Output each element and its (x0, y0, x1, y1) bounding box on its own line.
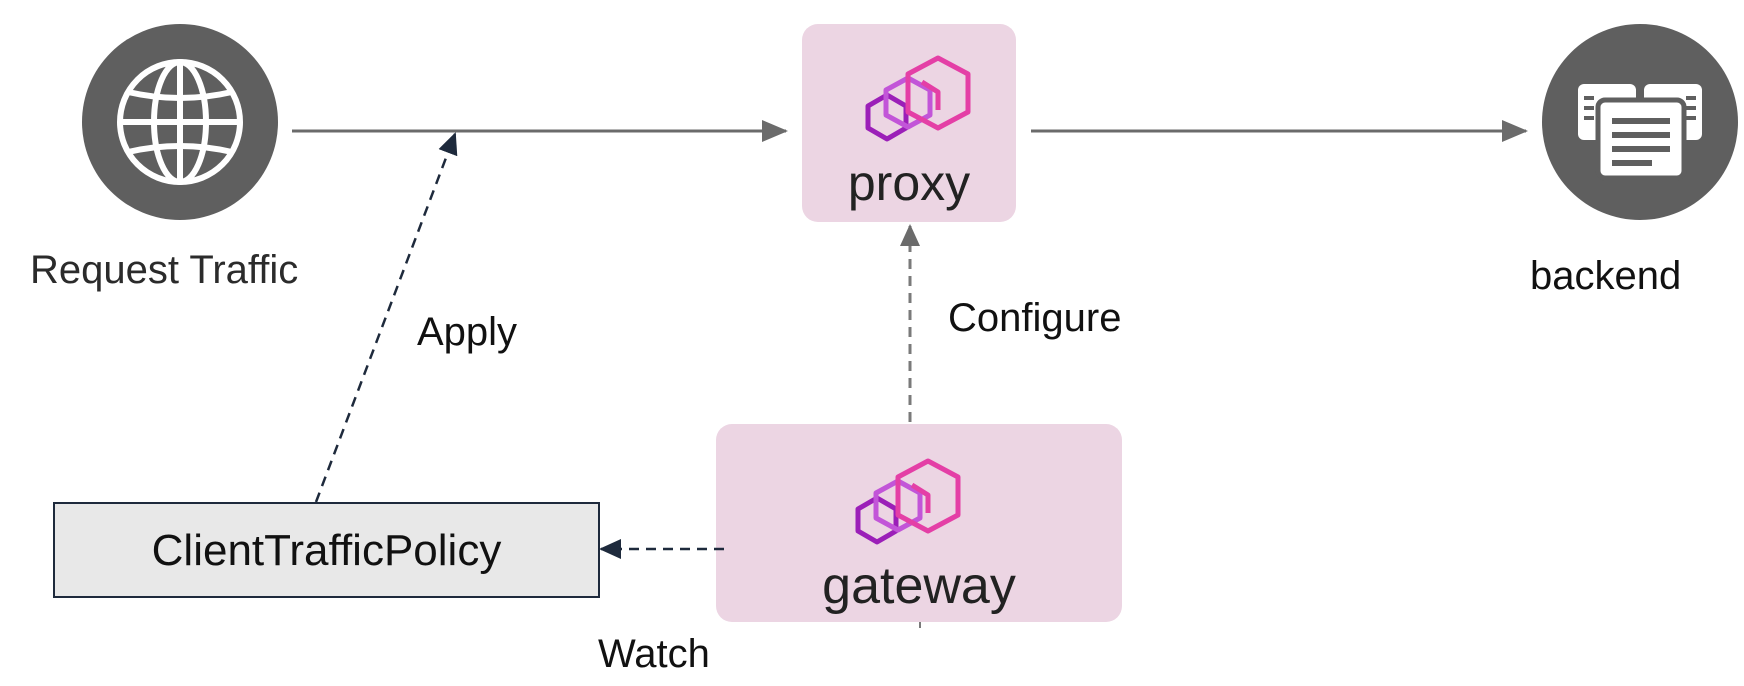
client-traffic-policy-label: ClientTrafficPolicy (151, 526, 502, 575)
backend-label: backend (1530, 254, 1682, 298)
envoy-logo-icon (865, 55, 971, 142)
backend-node (1542, 24, 1738, 220)
policy-to-request-apply-arrow (314, 132, 458, 503)
configure-edge-label: Configure (948, 296, 1122, 340)
watch-edge-label: Watch (598, 632, 710, 676)
gateway-label: gateway (822, 557, 1016, 615)
apply-edge-label: Apply (417, 310, 518, 354)
proxy-node (802, 24, 1016, 222)
server-stack-icon (1578, 84, 1702, 181)
proxy-label: proxy (847, 155, 971, 211)
client-traffic-policy-box (53, 502, 600, 598)
request-traffic-node (82, 24, 278, 220)
gateway-node (716, 424, 1122, 622)
globe-icon (117, 59, 243, 185)
request-traffic-label: Request Traffic (30, 248, 299, 292)
envoy-logo-icon (855, 458, 961, 545)
